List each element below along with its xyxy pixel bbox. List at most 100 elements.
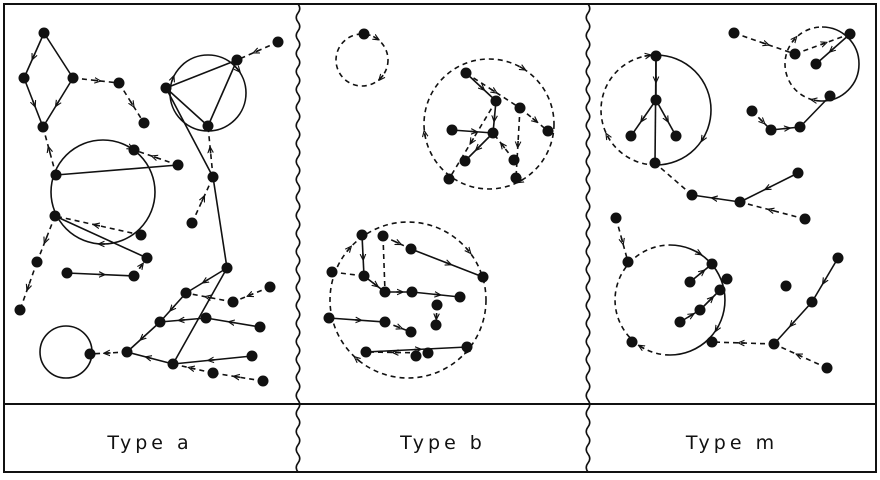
label-type-a: Type a xyxy=(106,432,192,454)
edge-arrow-m-6 xyxy=(760,119,763,122)
cycle-b-1 xyxy=(424,59,554,189)
node-a-20 xyxy=(129,271,140,282)
panel-type-a xyxy=(15,28,284,387)
node-a-17 xyxy=(32,257,43,268)
node-a-3 xyxy=(68,73,79,84)
node-b-2 xyxy=(491,96,502,107)
cycle-arrow-m-1-0 xyxy=(814,100,818,101)
edge-arrow-a-10 xyxy=(154,157,158,158)
node-m-0 xyxy=(729,28,740,39)
edge-b-21 xyxy=(383,236,385,292)
edge-arrow-b-10 xyxy=(395,242,399,244)
cycle-arrow-m-2-2 xyxy=(696,251,699,253)
edge-arrow-a-20 xyxy=(205,279,208,281)
edge-arrow-m-4 xyxy=(642,116,644,119)
node-b-6 xyxy=(488,128,499,139)
node-m-31 xyxy=(781,281,792,292)
node-b-18 xyxy=(407,287,418,298)
cycle-arrow-b-0-1 xyxy=(373,36,376,38)
node-m-13 xyxy=(793,168,804,179)
edge-arrow-b-0 xyxy=(480,86,483,89)
node-b-10 xyxy=(511,173,522,184)
edge-arrow-a-4 xyxy=(130,101,132,104)
edge-arrow-m-12 xyxy=(699,272,702,275)
node-m-20 xyxy=(707,259,718,270)
node-m-17 xyxy=(611,213,622,224)
node-b-5 xyxy=(447,125,458,136)
node-m-24 xyxy=(715,285,726,296)
node-a-5 xyxy=(139,118,150,129)
cycle-arrow-m-1-1 xyxy=(792,39,795,42)
node-a-0 xyxy=(39,28,50,39)
node-m-12 xyxy=(795,122,806,133)
node-a-15 xyxy=(50,211,61,222)
node-b-27 xyxy=(411,351,422,362)
edge-m-19 xyxy=(655,56,656,163)
edge-arrow-a-9 xyxy=(49,149,50,153)
node-b-20 xyxy=(324,313,335,324)
node-a-8 xyxy=(273,37,284,48)
node-a-12 xyxy=(51,170,62,181)
node-a-16 xyxy=(136,230,147,241)
node-a-14 xyxy=(187,218,198,229)
edge-arrow-m-8 xyxy=(767,187,771,189)
edge-arrow-a-30 xyxy=(236,377,240,378)
edge-arrow-m-15 xyxy=(824,278,826,281)
node-a-11 xyxy=(173,160,184,171)
edge-arrow-b-17 xyxy=(396,326,400,327)
node-m-25 xyxy=(627,337,638,348)
node-m-14 xyxy=(735,197,746,208)
node-m-2 xyxy=(845,29,856,40)
edge-arrow-m-0 xyxy=(763,43,767,44)
node-m-8 xyxy=(671,131,682,142)
node-m-28 xyxy=(807,297,818,308)
node-a-4 xyxy=(114,78,125,89)
node-b-7 xyxy=(460,156,471,167)
cycle-arrow-m-0-1 xyxy=(607,136,609,139)
node-b-24 xyxy=(361,347,372,358)
cycle-arrow-b-1-2 xyxy=(520,67,523,69)
node-m-7 xyxy=(626,131,637,142)
node-a-9 xyxy=(203,121,214,132)
node-m-9 xyxy=(650,158,661,169)
panel-divider-right xyxy=(586,4,590,472)
outer-frame xyxy=(4,4,876,472)
edge-arrow-m-14 xyxy=(709,299,712,302)
node-m-30 xyxy=(822,363,833,374)
node-m-23 xyxy=(695,305,706,316)
cycle-arrow-b-2-1 xyxy=(356,358,359,361)
node-m-19 xyxy=(685,277,696,288)
node-m-6 xyxy=(651,95,662,106)
node-b-19 xyxy=(432,300,443,311)
node-b-25 xyxy=(462,342,473,353)
cycle-arrow-m-0-2 xyxy=(644,55,648,56)
edge-arrow-a-18 xyxy=(139,265,141,268)
node-a-30 xyxy=(168,359,179,370)
node-a-26 xyxy=(155,317,166,328)
node-b-9 xyxy=(444,174,455,185)
cycle-arrow-b-1-1 xyxy=(425,133,426,137)
node-b-14 xyxy=(359,271,370,282)
cycle-arrow-m-2-0 xyxy=(717,326,719,329)
node-a-32 xyxy=(208,368,219,379)
node-a-13 xyxy=(208,172,219,183)
edge-m-21 xyxy=(655,163,692,195)
node-a-23 xyxy=(181,288,192,299)
node-m-4 xyxy=(825,91,836,102)
node-b-11 xyxy=(357,230,368,241)
edge-arrow-b-2 xyxy=(491,89,494,91)
node-a-29 xyxy=(122,347,133,358)
edge-arrow-a-28 xyxy=(148,357,152,358)
edge-a-32 xyxy=(173,268,227,364)
node-a-10 xyxy=(129,145,140,156)
cycle-arrow-a-1-1 xyxy=(236,67,239,70)
node-a-19 xyxy=(62,268,73,279)
node-b-3 xyxy=(515,103,526,114)
edge-arrow-m-2 xyxy=(832,48,835,51)
node-b-17 xyxy=(455,292,466,303)
panel-type-m xyxy=(601,27,859,374)
node-m-3 xyxy=(811,59,822,70)
edge-arrow-b-12 xyxy=(373,283,376,285)
node-m-16 xyxy=(800,214,811,225)
